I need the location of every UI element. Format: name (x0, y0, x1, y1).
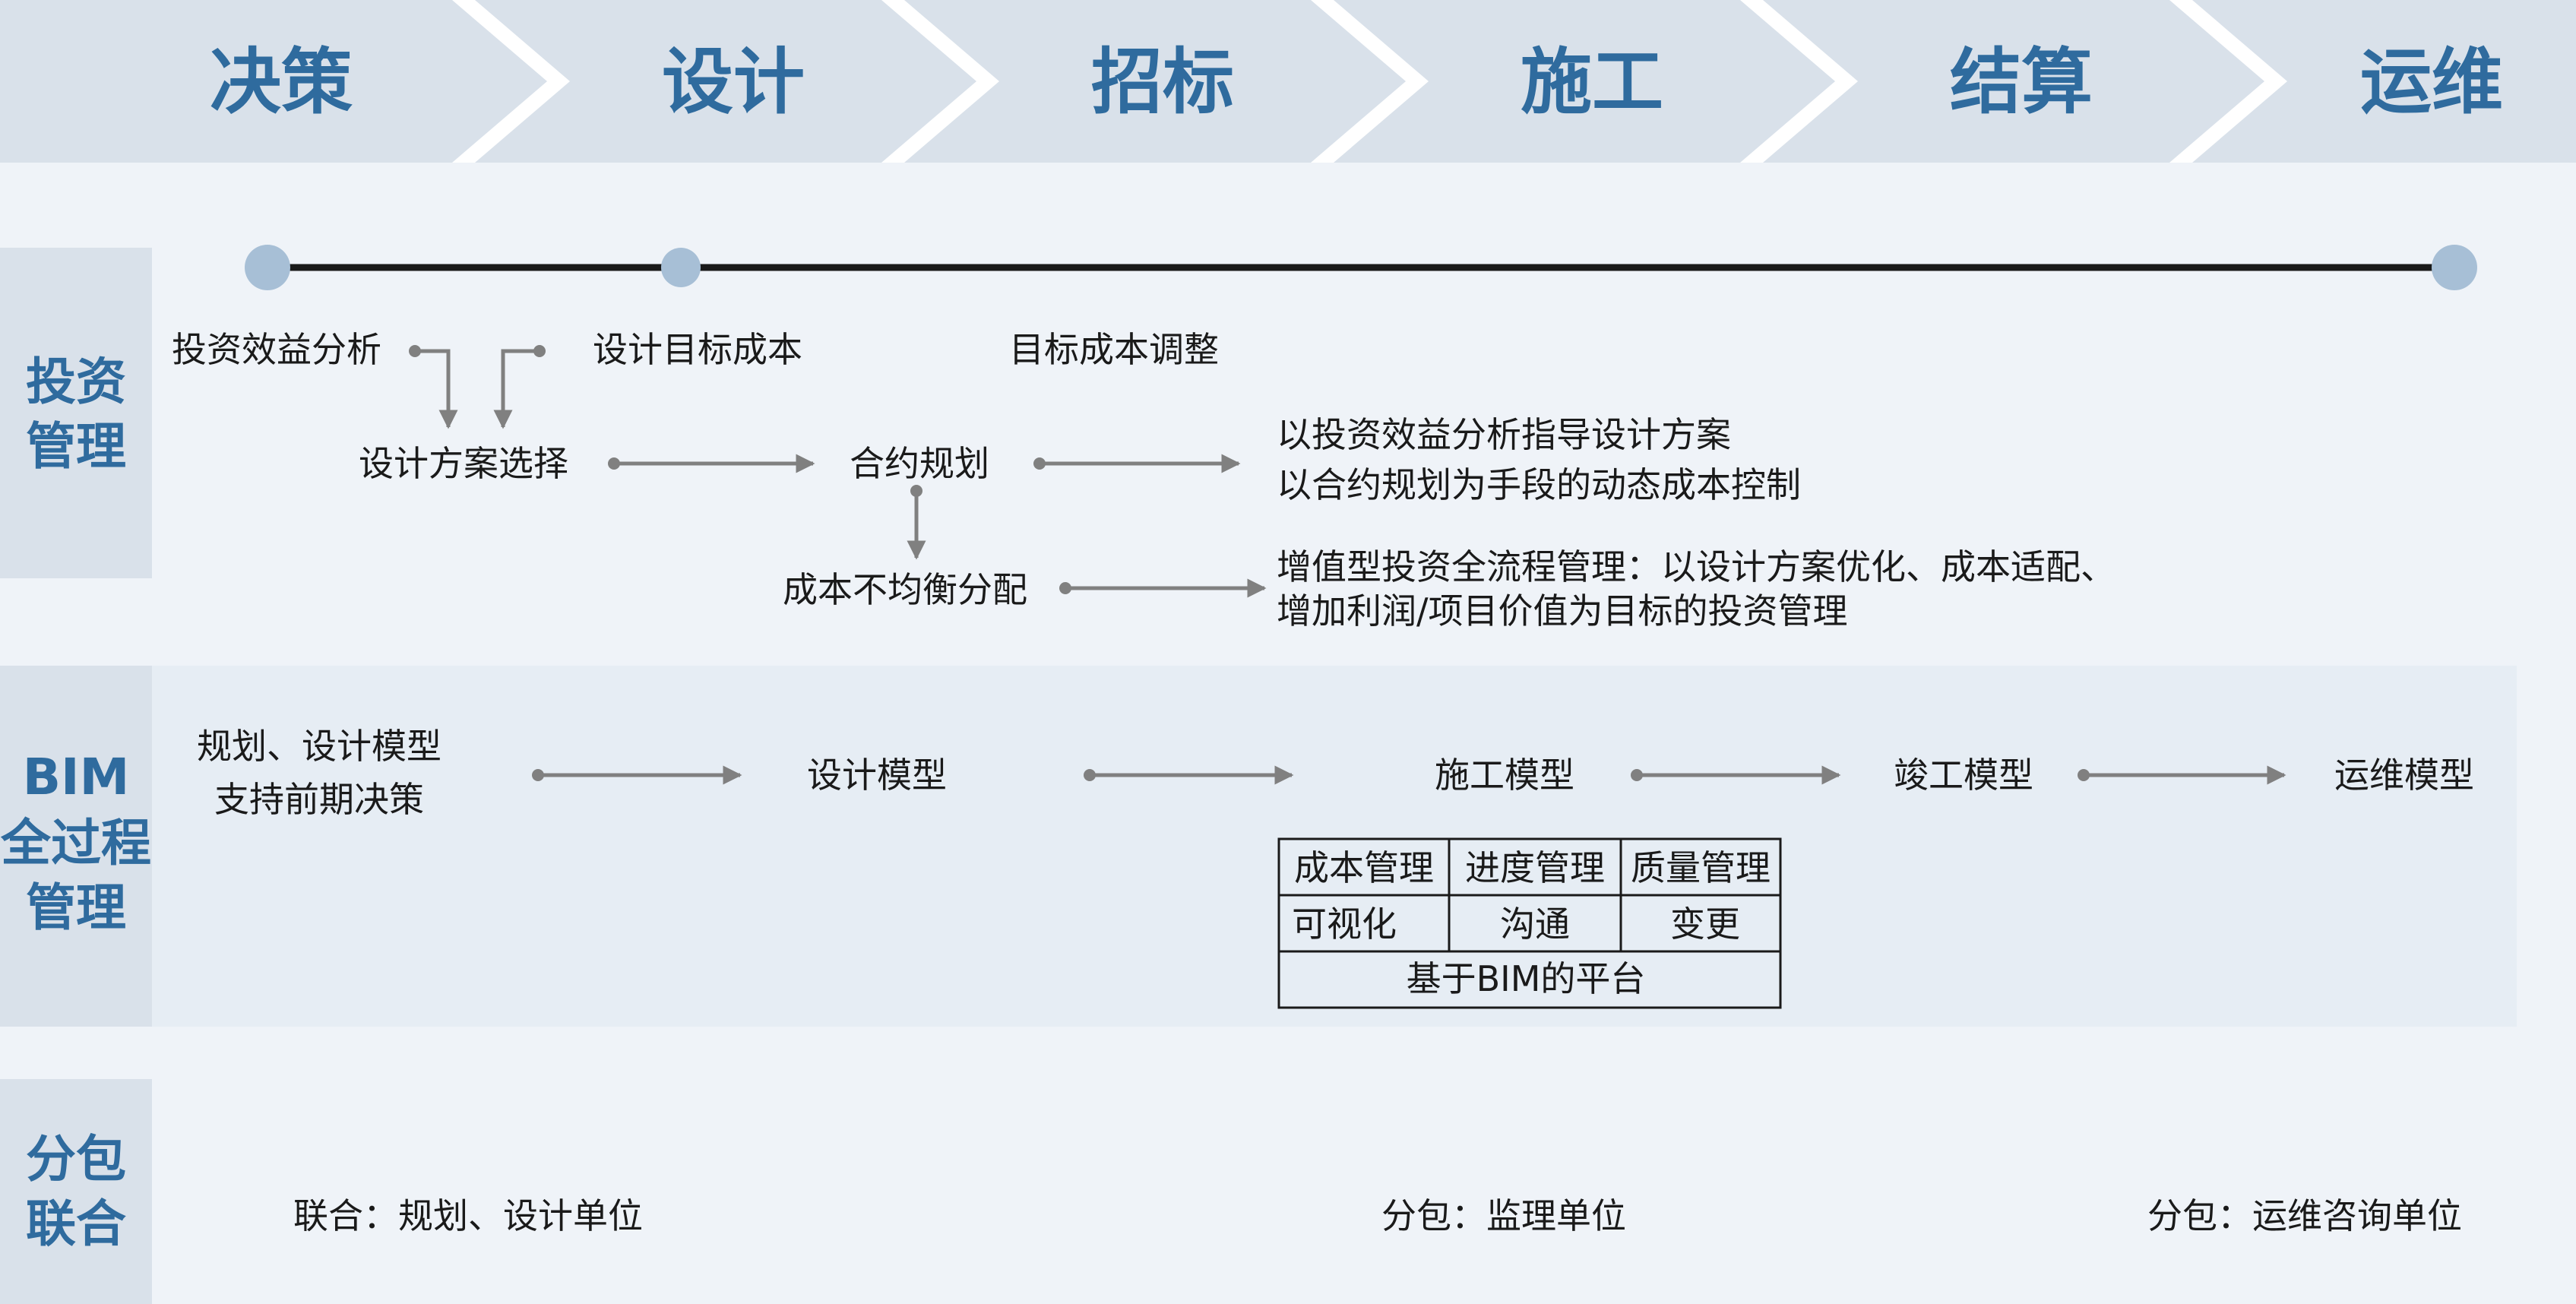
chevron-separator (2169, 0, 2287, 163)
bim-side-panel: BIM 全过程 管理 (0, 666, 152, 1027)
chevron-separator (881, 0, 999, 163)
om-consult-label: 分包：运维咨询单位 (2147, 1195, 2462, 1236)
phase-settlement: 结算 (1950, 41, 2093, 124)
table-header-quality: 质量管理 (1631, 847, 1771, 888)
design-model-label: 设计模型 (807, 755, 947, 796)
planning-model-line1: 规划、设计模型 (197, 726, 441, 767)
phase-om: 运维 (2360, 41, 2503, 124)
contract-planning-label: 合约规划 (850, 443, 989, 484)
design-scheme-select-label: 设计方案选择 (359, 443, 568, 484)
table-footer-platform: 基于BIM的平台 (1407, 958, 1646, 999)
design-target-cost-label: 设计目标成本 (593, 329, 802, 370)
benefit-analysis-label: 投资效益分析 (172, 329, 381, 370)
result2-line1: 增值型投资全流程管理：以设计方案优化、成本适配、 (1277, 546, 2116, 587)
timeline-node (2432, 245, 2477, 290)
subcontract-side-panel: 分包 联合 (0, 1079, 152, 1304)
subcontract-label-line2: 联合 (26, 1195, 126, 1253)
construction-model-label: 施工模型 (1435, 755, 1574, 796)
arrow-target-cost-to-scheme (493, 349, 540, 429)
target-cost-adjust-label: 目标成本调整 (1009, 329, 1219, 370)
subcontract-row: 联合：规划、设计单位 分包：监理单位 分包：运维咨询单位 (293, 1195, 2462, 1236)
investment-label-line2: 管理 (26, 417, 126, 476)
bim-band (152, 666, 2517, 1027)
result1-line2: 以合约规划为手段的动态成本控制 (1277, 464, 1801, 505)
table-cell-change: 变更 (1670, 904, 1740, 945)
table-header-schedule: 进度管理 (1465, 847, 1605, 888)
cost-uneven-alloc-label: 成本不均衡分配 (783, 569, 1027, 610)
arrow-benefit-to-scheme (415, 349, 458, 429)
phase-design: 设计 (662, 41, 805, 124)
table-cell-communication: 沟通 (1500, 904, 1570, 945)
bim-label-line2: 全过程 (0, 814, 151, 872)
phase-tender: 招标 (1091, 41, 1234, 124)
chevron-separator (1740, 0, 1858, 163)
investment-label-line1: 投资 (26, 353, 126, 411)
table-cell-visualization: 可视化 (1292, 904, 1397, 945)
phase-decision: 决策 (210, 41, 353, 124)
phase-construction: 施工 (1521, 41, 1663, 124)
chevron-separator (452, 0, 570, 163)
investment-side-panel: 投资 管理 (0, 248, 152, 578)
joint-units-label: 联合：规划、设计单位 (293, 1195, 643, 1236)
bim-platform-table: 成本管理 进度管理 质量管理 可视化 沟通 变更 基于BIM的平台 (1277, 837, 1782, 1009)
completion-model-label: 竣工模型 (1894, 755, 2033, 796)
bim-label-line3: 管理 (26, 878, 126, 937)
phase-banner: 决策 设计 招标 施工 结算 运维 (0, 0, 2576, 163)
bim-flow: 规划、设计模型 支持前期决策 设计模型 施工模型 竣工模型 运维模型 (197, 726, 2474, 820)
result2-line2: 增加利润/项目价值为目标的投资管理 (1277, 590, 1848, 631)
supervision-label: 分包：监理单位 (1381, 1195, 1626, 1236)
om-model-label: 运维模型 (2334, 755, 2474, 796)
planning-model-line2: 支持前期决策 (214, 779, 424, 820)
timeline-node (245, 245, 290, 290)
chevron-separator (1311, 0, 1429, 163)
timeline-node (661, 248, 701, 287)
timeline (245, 245, 2477, 290)
result1-line1: 以投资效益分析指导设计方案 (1277, 414, 1731, 455)
table-header-cost: 成本管理 (1294, 847, 1434, 888)
bim-label-line1: BIM (23, 748, 130, 806)
subcontract-label-line1: 分包 (26, 1130, 126, 1188)
investment-flow: 投资效益分析 设计目标成本 目标成本调整 设计方案选择 合约规划 以投资效益分析… (172, 329, 2116, 631)
